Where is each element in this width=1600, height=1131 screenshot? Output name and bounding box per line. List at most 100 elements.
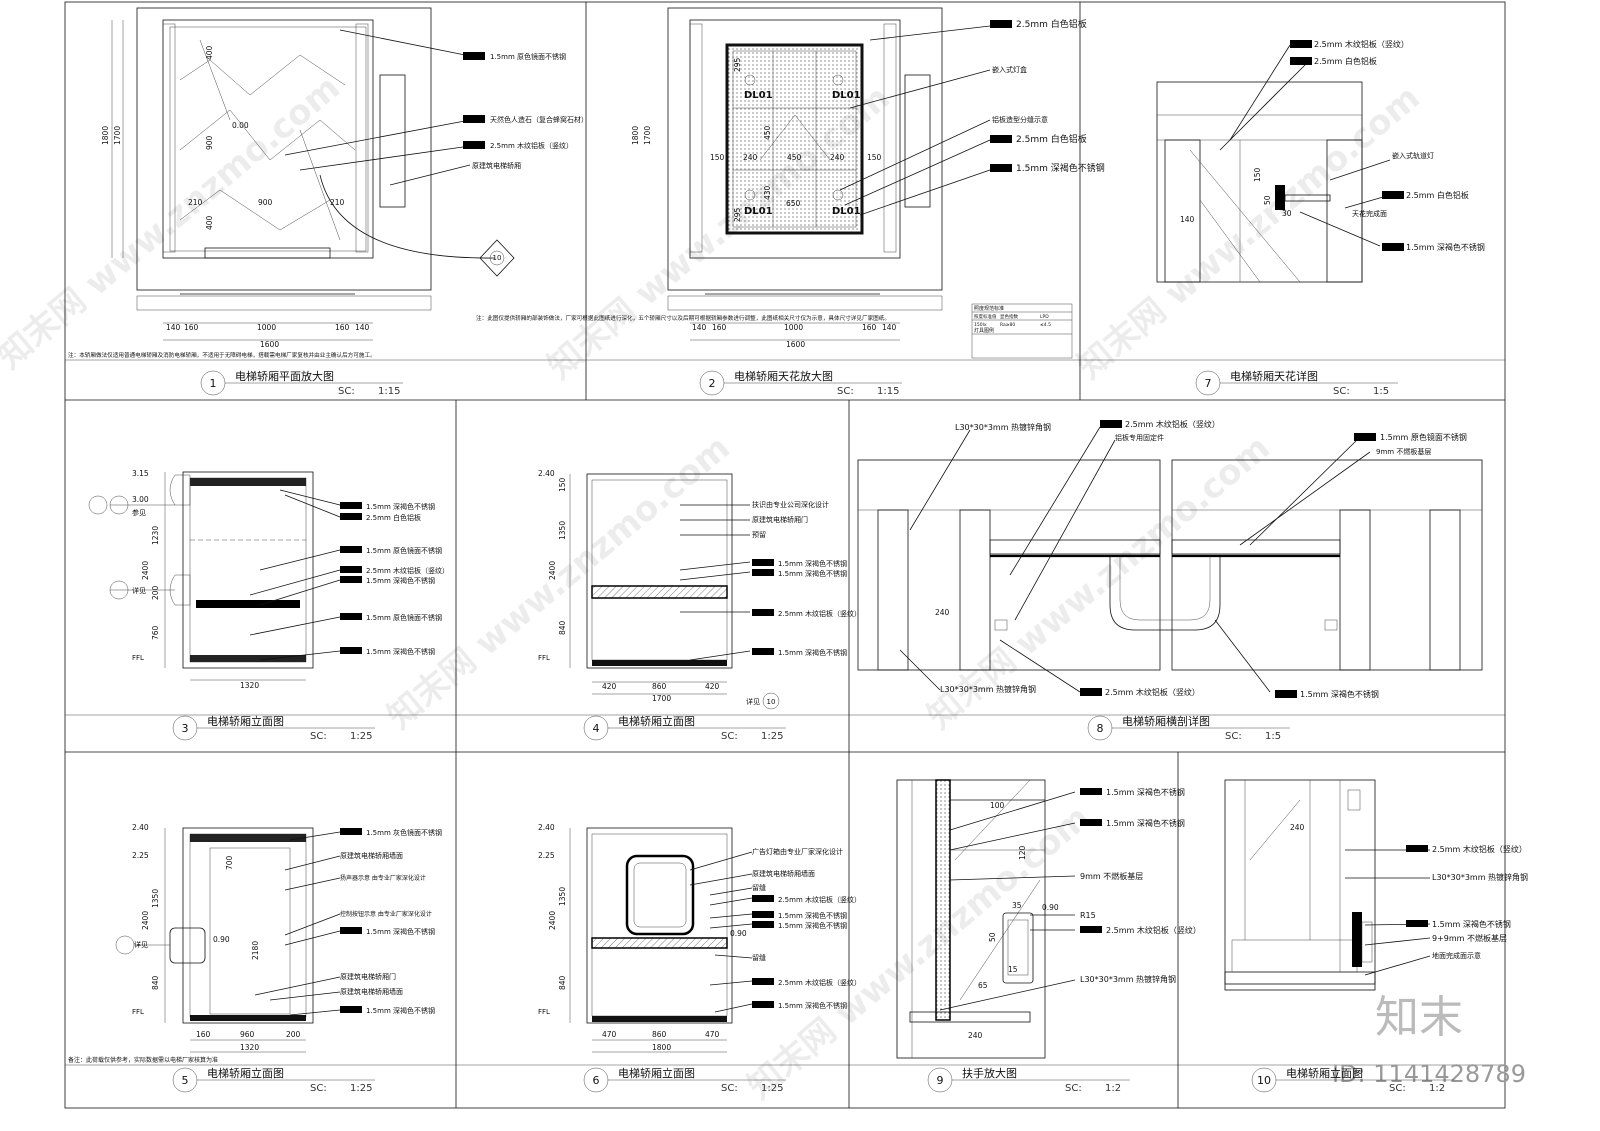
elev5-dim-3: 1350 [151, 889, 160, 908]
elev3-dim-5: 200 [151, 585, 160, 600]
detail7-dim-4: 140 [1180, 215, 1195, 224]
ceiling-grid-dim-7: 295 [733, 57, 742, 72]
elev6-callout-tags [752, 895, 774, 1008]
ceiling-note: 注：此图仅提供轿厢的部装饰做法，厂家可根据此图纸进行深化，五个轿厢尺寸以及后期可… [476, 314, 890, 322]
elev6-callout-4: 2.5mm 木纹铝板（竖纹） [778, 895, 861, 904]
detail7-callout-3: 嵌入式轨道灯 [1392, 151, 1434, 160]
elev4-callout-1: 扶识由专业公司深化设计 [752, 500, 829, 509]
ceiling-grid-dim-5: 150 [867, 153, 882, 162]
view-title: 电梯轿厢天花放大图 [734, 369, 833, 383]
ceiling-grid-dim-1: 150 [710, 153, 725, 162]
plan-dim-left-2: 1700 [113, 126, 122, 145]
ceiling-dim-4: 160 [862, 323, 877, 332]
elev4-callout-5: 1.5mm 深褐色不锈钢 [778, 569, 847, 578]
detail9-callout-5: 2.5mm 木纹铝板（竖纹） [1106, 925, 1201, 935]
section8-callout-1: L30*30*3mm 热镀锌角钢 [955, 422, 1051, 432]
view-scale-value: 1:5 [1265, 731, 1281, 742]
ceiling-dim-left-2: 1700 [643, 126, 652, 145]
elev5-dim-2: 2.25 [132, 851, 149, 860]
plan-dim-inner-6: 210 [330, 198, 345, 207]
elev6-ffl: FFL [538, 1008, 550, 1016]
detail7-callout-1: 2.5mm 木纹铝板（竖纹） [1314, 39, 1409, 49]
elev6-dim-1: 2.40 [538, 823, 555, 832]
elev4-dim-4: 2400 [548, 561, 557, 580]
detail9-callout-1: 1.5mm 深褐色不锈钢 [1106, 787, 1185, 797]
ceiling-grid-dim-8: 450 [763, 125, 772, 140]
detail7-callout-4: 2.5mm 白色铝板 [1406, 190, 1469, 200]
view-title: 电梯轿厢立面图 [207, 1066, 284, 1080]
view-scale-label: SC: [721, 731, 738, 742]
elev3-callout-3: 1.5mm 原色镜面不锈钢 [366, 546, 442, 555]
view-elevation-10 [1224, 779, 1431, 991]
elev5-callout-8: 1.5mm 深褐色不锈钢 [366, 1006, 435, 1015]
elev6-callout-6: 1.5mm 深褐色不锈钢 [778, 921, 847, 930]
elev6-callout-9: 1.5mm 深褐色不锈钢 [778, 1001, 847, 1010]
elev4-callout-tags [752, 559, 774, 655]
section8-callout-3: 铝板专用固定件 [1115, 433, 1164, 442]
plan-dim-inner-4: 210 [188, 198, 203, 207]
view-number: 9 [937, 1074, 944, 1087]
elev6-callout-5: 1.5mm 深褐色不锈钢 [778, 911, 847, 920]
elev3-callout-2: 2.5mm 白色铝板 [366, 513, 421, 522]
view-scale-value: 1:5 [1373, 386, 1389, 397]
plan-callout-2: 天然色人造石（复合蜂窝石材） [490, 115, 588, 124]
ceiling-callout-5: 1.5mm 深褐色不锈钢 [1016, 162, 1105, 174]
section8-callout-6: L30*30*3mm 热镀锌角钢 [940, 684, 1036, 694]
view-scale-label: SC: [310, 731, 327, 742]
detail9-callout-2: 1.5mm 深褐色不锈钢 [1106, 818, 1185, 828]
elev3-callout-5: 1.5mm 深褐色不锈钢 [366, 576, 435, 585]
view-scale-value: 1:15 [877, 386, 899, 397]
elev3-dim-6: 760 [151, 625, 160, 640]
elev3-dim-2: 3.00 [132, 495, 149, 504]
svg-text:注：此图仅提供轿厢的部装饰做法，厂家可根据此图纸进行深化，五: 注：此图仅提供轿厢的部装饰做法，厂家可根据此图纸进行深化，五个轿厢尺寸以及后期可… [476, 314, 890, 322]
detail7-callout-5: 1.5mm 深褐色不锈钢 [1406, 242, 1485, 252]
ceiling-grid-dim-2: 240 [743, 153, 758, 162]
detail9-callout-3: 9mm 不燃板基层 [1080, 871, 1143, 881]
elev5-ref: 详见 [134, 940, 148, 949]
detail9-callout-4: R15 [1080, 911, 1096, 920]
elev6-callout-3: 留缝 [752, 883, 766, 892]
elev3-dim-3: 1230 [151, 526, 160, 545]
view-number: 3 [182, 722, 189, 735]
watermark-3: 知末网 www.znzmo.com [1070, 78, 1428, 387]
view-scale-value: 1:2 [1429, 1083, 1445, 1094]
sheet-frame [64, 1, 1506, 1109]
view-number: 8 [1097, 722, 1104, 735]
detail7-callout-tags [1290, 40, 1404, 251]
ceiling-lamp-tag-2: DL01 [832, 90, 861, 101]
elev4-callout-7: 1.5mm 深褐色不锈钢 [778, 648, 847, 657]
elev4-dim-b1: 420 [602, 682, 617, 691]
elev5-inner-1: 700 [225, 855, 234, 870]
ceiling-callout-4: 2.5mm 白色铝板 [1016, 133, 1087, 145]
illuminance-table [971, 303, 1073, 359]
plan-callout-3: 2.5mm 木纹铝板（竖纹） [490, 141, 573, 150]
elev5-dim-4: 2400 [141, 911, 150, 930]
elev4-dim-1: 2.40 [538, 469, 555, 478]
section8-callout-2: 2.5mm 木纹铝板（竖纹） [1125, 419, 1220, 429]
elev4-callout-2: 原建筑电梯轿厢门 [752, 515, 808, 524]
ceiling-lamp-tag-3: DL01 [744, 206, 773, 217]
elev6-callout-1: 广告灯箱由专业厂家深化设计 [752, 847, 843, 856]
elev6-dim-4: 2400 [548, 911, 557, 930]
detail7-dim-1: 150 [1253, 167, 1262, 182]
elev6-dim-3: 1350 [558, 887, 567, 906]
view-number: 7 [1205, 377, 1212, 390]
elev3-callout-1: 1.5mm 深褐色不锈钢 [366, 502, 435, 511]
elev4-dim-5: 840 [558, 620, 567, 635]
detail9-dim-2: 120 [1018, 845, 1027, 860]
plan-dim-inner-2: 900 [205, 135, 214, 150]
detail10-callout-4: 9+9mm 不燃板基层 [1432, 933, 1507, 943]
elev3-callout-tags [340, 502, 362, 654]
detail7-note: 天花完成面 [1352, 209, 1387, 218]
elev6-inner-1: 0.90 [730, 929, 747, 938]
plan-callout-tags [463, 52, 485, 149]
elev5-callout-2: 原建筑电梯轿厢墙面 [340, 851, 403, 860]
elev6-dim-5: 840 [558, 975, 567, 990]
illuminance-row-2: 150lx [974, 322, 987, 328]
elev3-dim-1: 3.15 [132, 469, 149, 478]
elev5-dim-b3: 200 [286, 1030, 301, 1039]
view-scale-value: 1:25 [350, 731, 372, 742]
illuminance-row-3: 显色指数 [1000, 313, 1018, 320]
elev4-ref: 详见 [746, 697, 760, 706]
